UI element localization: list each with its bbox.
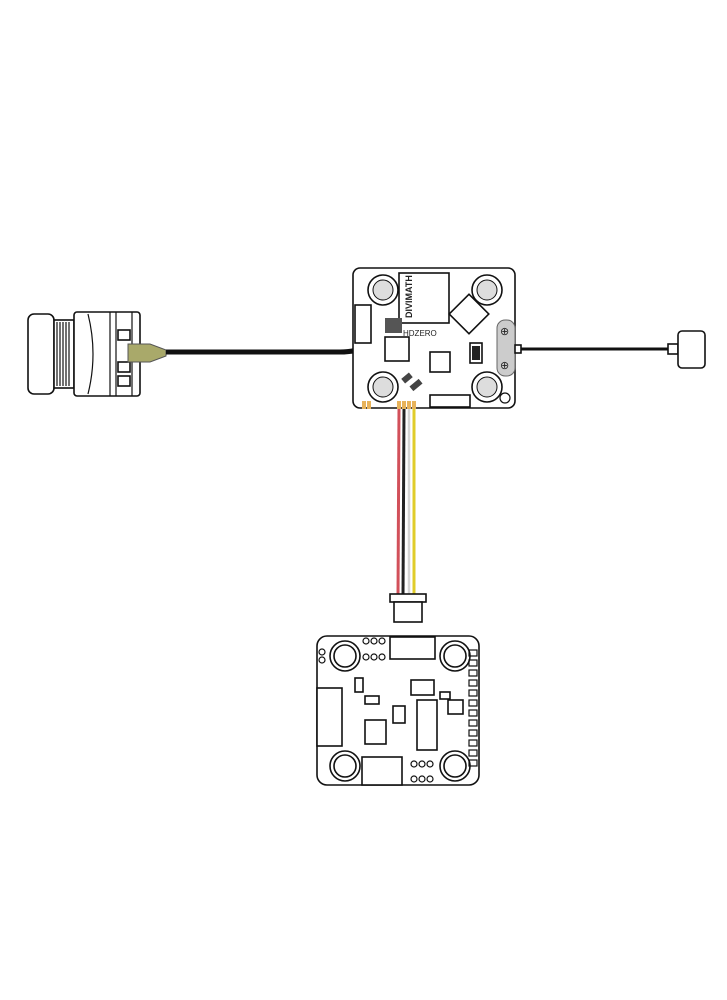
vtx-logo: DIVIMATH: [404, 275, 414, 318]
camera-cable-sleeve: [127, 343, 167, 363]
vtx-fc-wire-harness: [389, 408, 427, 623]
camera: [27, 311, 167, 397]
svg-text:⊕: ⊕: [500, 360, 509, 372]
vtx-board: DIVIMATH HDZERO ⊕ ⊕: [352, 267, 516, 409]
vtx-model-label: HDZERO: [403, 329, 437, 338]
flight-controller: [316, 635, 480, 786]
camera-coax-cable: [166, 329, 379, 355]
svg-text:⊕: ⊕: [500, 326, 509, 338]
antenna: [514, 330, 706, 369]
